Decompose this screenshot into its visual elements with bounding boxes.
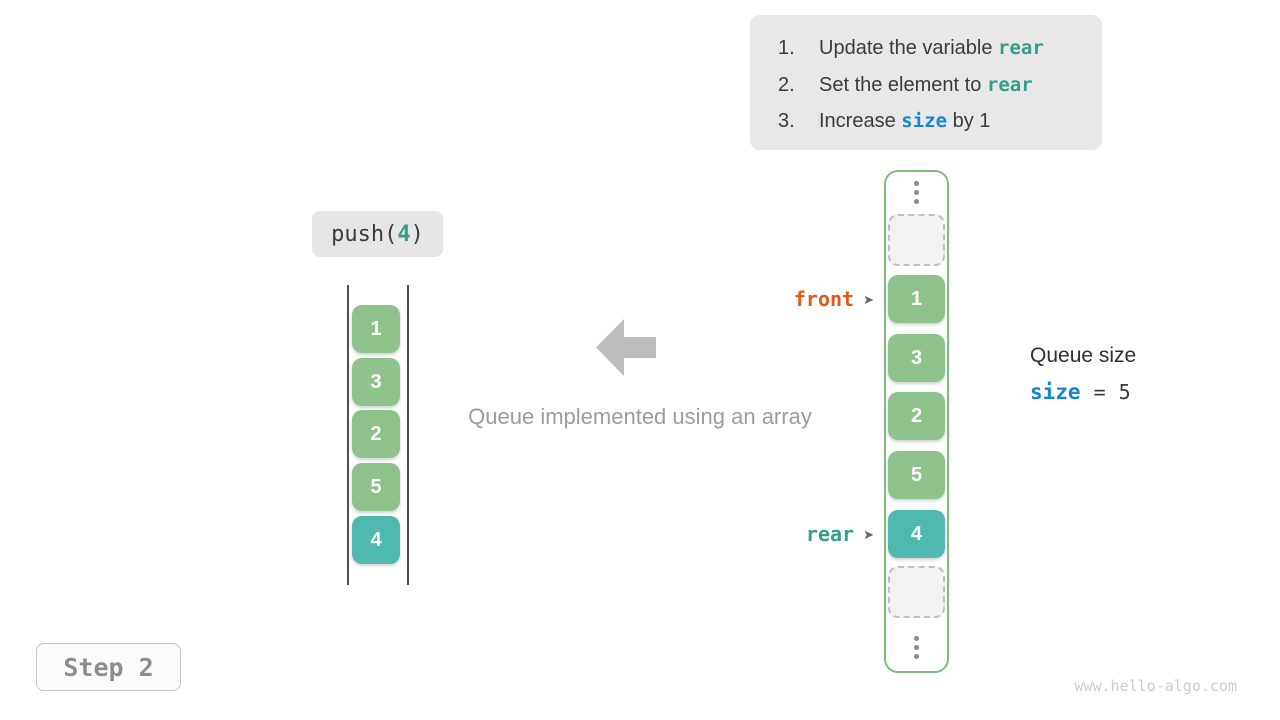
operation-arg: 4: [397, 221, 411, 247]
instruction-item-2: 2. Set the element to rear: [778, 67, 1102, 104]
stack-cell-highlighted: 4: [352, 516, 400, 564]
queue-size-expression: size = 5: [1030, 380, 1136, 404]
size-variable: size: [1030, 380, 1081, 404]
ellipsis-dot: [914, 190, 919, 195]
instruction-number: 1.: [778, 37, 795, 59]
ellipsis-dot: [914, 654, 919, 659]
ellipsis-dot: [914, 181, 919, 186]
size-value: 5: [1118, 380, 1131, 404]
vertical-ellipsis-icon: [914, 181, 919, 204]
instruction-prefix: Set the element to: [819, 73, 987, 96]
instruction-item-1: 1. Update the variable rear: [778, 30, 1102, 67]
array-cell: 3: [888, 334, 945, 382]
stack-cell: 2: [352, 410, 400, 458]
stack-rail-left: [347, 285, 349, 585]
equals-sign: =: [1093, 380, 1106, 404]
front-pointer-label: front: [793, 287, 855, 311]
stack-cell: 3: [352, 358, 400, 406]
code-token-rear: rear: [998, 37, 1044, 59]
code-token-rear: rear: [986, 73, 1033, 96]
instruction-suffix: by 1: [947, 110, 991, 132]
stack-cell: 5: [352, 463, 400, 511]
pointer-arrow-icon: ➤: [863, 291, 874, 307]
instruction-text: Increase size by 1: [819, 103, 990, 140]
ellipsis-dot: [914, 645, 919, 650]
array-cell: 1: [888, 275, 945, 323]
code-token-size: size: [901, 110, 948, 132]
instruction-number: 3.: [778, 110, 795, 132]
instruction-box: 1. Update the variable rear 2. Set the e…: [750, 15, 1102, 150]
front-pointer: front ➤: [760, 286, 874, 312]
array-cell-highlighted: 4: [888, 510, 945, 558]
queue-size-block: Queue size size = 5: [1030, 344, 1136, 404]
ellipsis-dot: [914, 636, 919, 641]
vertical-ellipsis-icon: [914, 636, 919, 659]
instruction-item-3: 3. Increase size by 1: [778, 103, 1102, 140]
watermark: www.hello-algo.com: [1074, 677, 1237, 695]
rear-pointer-label: rear: [805, 522, 855, 546]
array-empty-cell: [888, 214, 945, 266]
rear-pointer: rear ➤: [760, 521, 874, 547]
left-arrow-icon: [596, 319, 656, 376]
diagram-caption: Queue implemented using an array: [468, 404, 812, 429]
array-cell: 5: [888, 451, 945, 499]
instruction-text: Set the element to rear: [819, 67, 1033, 104]
operation-label: push(4): [312, 211, 443, 257]
stack-rail-right: [407, 285, 409, 585]
instruction-number: 2.: [778, 73, 795, 96]
instruction-prefix: Increase: [819, 110, 902, 132]
stack-cell: 1: [352, 305, 400, 353]
array-cell: 2: [888, 392, 945, 440]
array-empty-cell: [888, 566, 945, 618]
instruction-text: Update the variable rear: [819, 30, 1044, 67]
instruction-prefix: Update the variable: [819, 37, 999, 59]
step-badge: Step 2: [36, 643, 181, 691]
pointer-arrow-icon: ➤: [863, 526, 874, 542]
queue-size-title: Queue size: [1030, 344, 1137, 367]
ellipsis-dot: [914, 199, 919, 204]
operation-close: ): [410, 221, 424, 247]
operation-func: push(: [331, 221, 398, 247]
